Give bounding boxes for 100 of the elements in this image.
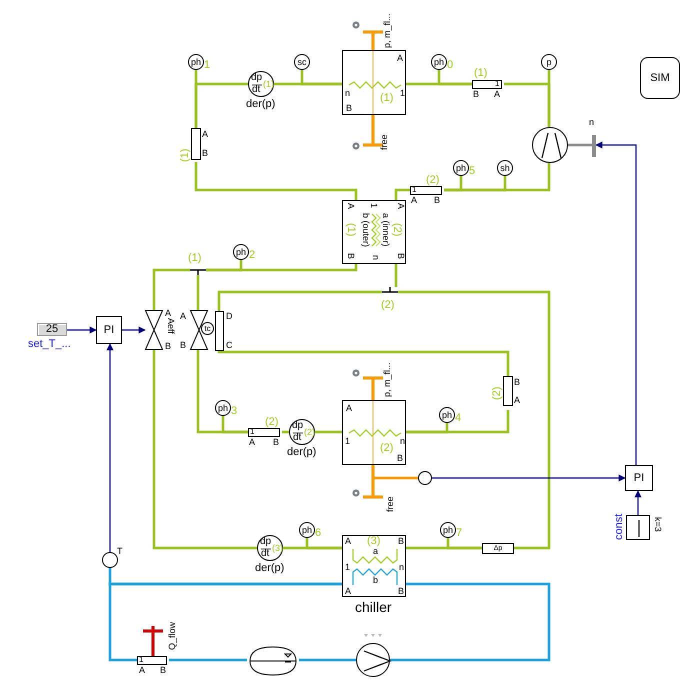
- port-label: B: [396, 253, 405, 260]
- pipe-segment: [191, 128, 209, 162]
- port-label: B: [473, 90, 480, 99]
- pipe-line: [152, 268, 190, 310]
- tank-symbol: [247, 645, 299, 677]
- port-label: A: [165, 309, 172, 318]
- port-label: p, m_fl...: [383, 362, 392, 397]
- port-label: B: [346, 104, 352, 113]
- pipe-line: [108, 582, 342, 662]
- pipe-line: [446, 538, 482, 550]
- port-label: ph: [456, 164, 466, 172]
- port-label: free: [386, 496, 395, 512]
- port-label: A: [411, 196, 418, 205]
- setpoint-block: [37, 323, 67, 336]
- pipe-line: [394, 188, 410, 200]
- sensor-circle: [453, 160, 469, 176]
- port-label: A: [397, 54, 404, 63]
- port-label: p: [546, 58, 552, 66]
- pipe-line: [222, 416, 248, 434]
- port-label: n: [371, 255, 380, 260]
- index-label: 3: [231, 406, 238, 417]
- sensor-circle: [431, 54, 447, 70]
- index-label: 0: [447, 60, 454, 71]
- port-label: B: [434, 196, 440, 205]
- port-label: B: [514, 378, 520, 387]
- port-label: A: [345, 587, 352, 596]
- index-label: (2): [426, 175, 440, 186]
- port-label: D: [226, 312, 232, 321]
- index-label: (3): [367, 536, 380, 547]
- port-label: A: [180, 312, 186, 321]
- signal-arrow: [634, 490, 642, 515]
- port-label: 1: [369, 203, 378, 208]
- pipe-line: [398, 290, 550, 550]
- component-label: PI: [634, 472, 644, 484]
- pipe-line: [218, 290, 382, 311]
- port-label: B: [180, 341, 186, 350]
- port-label: n: [400, 437, 406, 446]
- port-label: p, m_fl...: [383, 13, 392, 48]
- pipe-line: [372, 465, 418, 480]
- pipe-line: [152, 350, 257, 550]
- pipe-line: [394, 264, 398, 287]
- port-label: A: [202, 130, 208, 139]
- index-label: 1: [204, 60, 210, 71]
- pipe-line: [299, 658, 356, 662]
- index-label: (1): [380, 93, 394, 104]
- constant-block: [626, 515, 650, 540]
- port-label: B: [398, 587, 404, 596]
- port-label: n: [345, 89, 350, 98]
- index-label: 5: [469, 166, 476, 177]
- port-label: ph: [190, 58, 201, 66]
- pipe-line: [194, 162, 358, 200]
- signal-arrow: [595, 142, 637, 465]
- index-label: (2): [492, 386, 503, 400]
- port-label: A: [249, 438, 256, 447]
- index-label: (2): [381, 300, 394, 311]
- chiller-box: [342, 535, 406, 597]
- port-label: B: [398, 537, 404, 546]
- controller-box: [625, 465, 653, 491]
- component-label: 25: [46, 324, 58, 335]
- port-label: tc: [204, 324, 211, 332]
- pipe-line: [315, 430, 342, 434]
- pipe-line: [438, 70, 472, 86]
- shaft-flange: [592, 135, 596, 157]
- compressor-symbol: [532, 127, 568, 163]
- simulation-block: [640, 57, 680, 99]
- port-label: 1: [345, 437, 350, 446]
- port-label: B: [273, 438, 280, 447]
- port-label: sc: [298, 58, 306, 66]
- port-label: sh: [500, 164, 510, 172]
- sensor-circle: [440, 522, 456, 538]
- index-label: 4: [455, 413, 462, 424]
- port-label: Q_flow: [168, 622, 177, 650]
- port-label: n: [589, 118, 594, 127]
- sensor-circle: [299, 522, 315, 538]
- index-label: 2: [249, 250, 256, 261]
- port-label: B: [160, 666, 166, 675]
- port-label: A: [346, 404, 352, 413]
- component-label: der(p): [287, 447, 316, 458]
- port-label: A: [139, 666, 146, 675]
- index-label: (2): [265, 417, 278, 428]
- component-label: der(p): [255, 563, 284, 574]
- pipe-line: [300, 70, 342, 86]
- index-label: (1): [188, 253, 202, 264]
- port-label: n: [399, 563, 404, 572]
- port-label: B: [346, 253, 355, 260]
- port-label: b: [373, 576, 378, 585]
- index-label: 7: [456, 528, 462, 539]
- port-label: B: [165, 342, 172, 351]
- port-label: ph: [302, 526, 312, 534]
- port-label: 1: [345, 563, 350, 572]
- pipe-line: [306, 538, 342, 550]
- signal-arrow: [432, 474, 626, 482]
- heat-exchanger-box: [342, 200, 406, 264]
- parameter-label: const: [614, 514, 625, 540]
- component-label: PI: [104, 324, 114, 336]
- index-label: (1): [180, 148, 191, 162]
- port-label: k=3: [653, 517, 662, 532]
- sensor-circle: [215, 400, 231, 416]
- pipe-line: [444, 176, 506, 192]
- sensor-circle: [233, 244, 249, 260]
